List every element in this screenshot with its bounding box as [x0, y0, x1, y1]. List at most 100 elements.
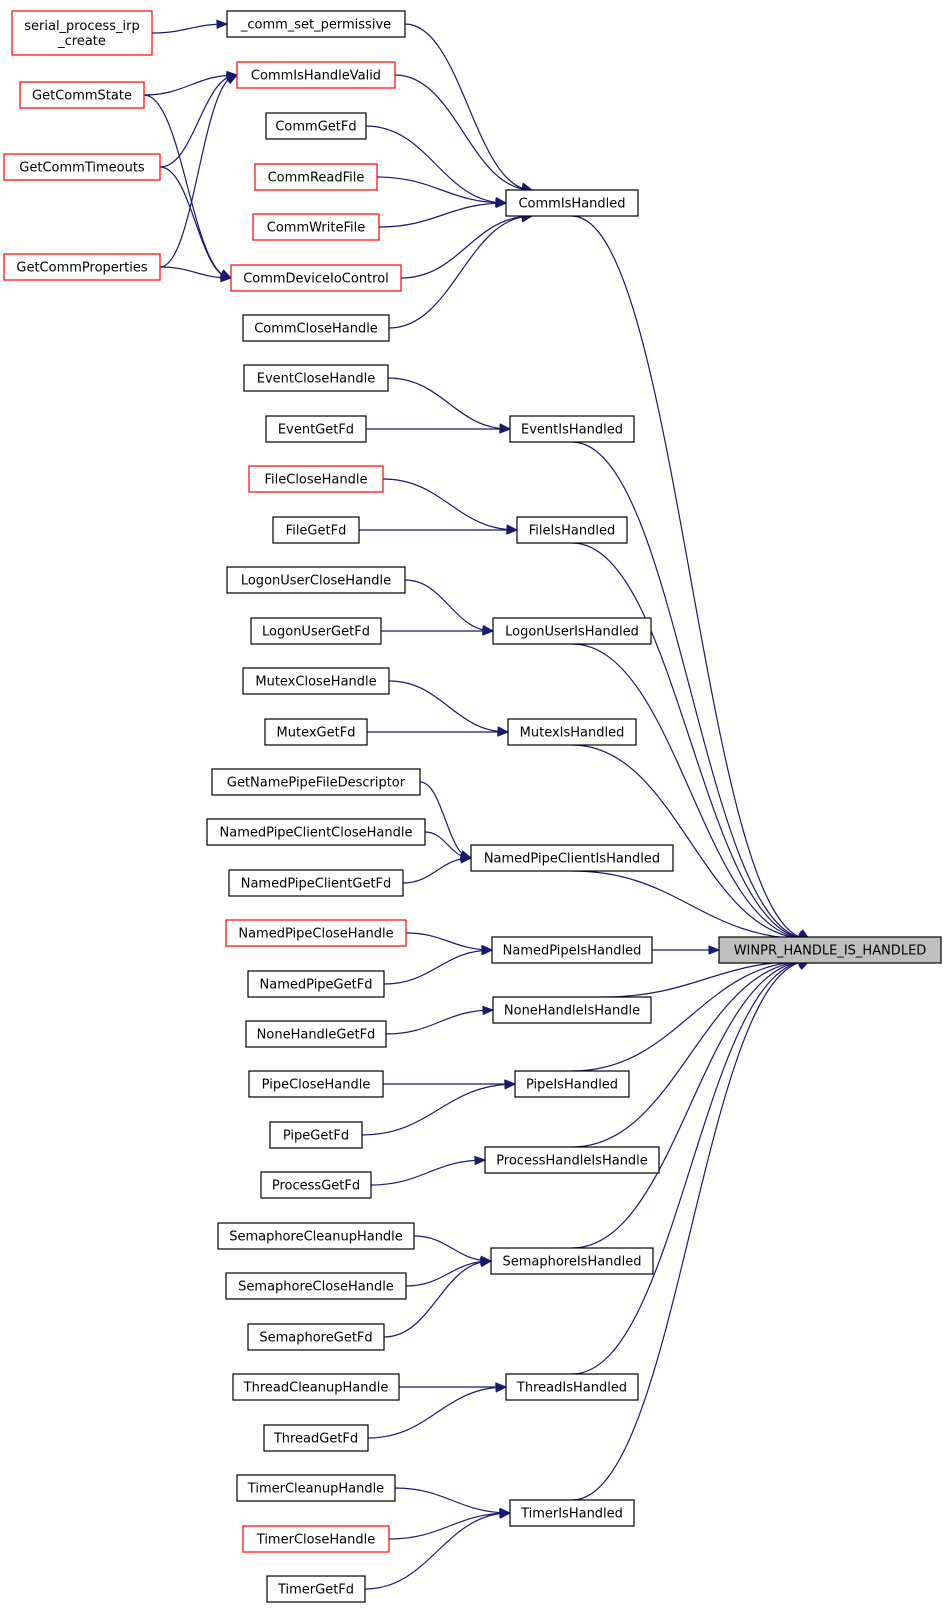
- node-box: [3, 253, 161, 281]
- node-named-pipe-client-is-handled[interactable]: NamedPipeClientIsHandled: [470, 844, 674, 872]
- node-event-close-handle[interactable]: EventCloseHandle: [243, 364, 389, 392]
- node-box: [509, 1499, 635, 1527]
- node-pipe-is-handled[interactable]: PipeIsHandled: [514, 1070, 630, 1098]
- node-label: ThreadGetFd: [273, 1432, 358, 1447]
- node-label: NamedPipeClientGetFd: [241, 877, 392, 892]
- node-comm-is-handled[interactable]: CommIsHandled: [505, 189, 639, 217]
- node-label: EventIsHandled: [521, 423, 623, 438]
- node-thread-cleanup-handle[interactable]: ThreadCleanupHandle: [232, 1373, 400, 1401]
- node-event-is-handled[interactable]: EventIsHandled: [509, 415, 635, 443]
- node-named-pipe-close-handle[interactable]: NamedPipeCloseHandle: [225, 919, 407, 947]
- node-label: CommCloseHandle: [254, 322, 378, 337]
- node-box: [245, 1020, 387, 1048]
- node-comm-write-file[interactable]: CommWriteFile: [252, 213, 380, 241]
- node-file-is-handled[interactable]: FileIsHandled: [516, 516, 628, 544]
- node-pipe-close-handle[interactable]: PipeCloseHandle: [248, 1070, 384, 1098]
- node-box: [217, 1222, 415, 1250]
- node-semaphore-is-handled[interactable]: SemaphoreIsHandled: [490, 1247, 654, 1275]
- node-box: [269, 1121, 363, 1149]
- node-mutex-close-handle[interactable]: MutexCloseHandle: [242, 667, 390, 695]
- node-comm-close-handle[interactable]: CommCloseHandle: [242, 314, 390, 342]
- node-logon-user-is-handled[interactable]: LogonUserIsHandled: [492, 617, 652, 645]
- node-event-get-fd[interactable]: EventGetFd: [265, 415, 367, 443]
- edge-comm-is-handle-valid-to-comm-is-handled: [394, 74, 534, 193]
- node-label: GetCommState: [32, 89, 132, 104]
- node-box: [248, 465, 384, 493]
- node-label: TimerIsHandled: [520, 1507, 623, 1522]
- node-get-comm-timeouts[interactable]: GetCommTimeouts: [3, 153, 161, 181]
- node-comm-set-permissive[interactable]: _comm_set_permissive: [226, 10, 406, 38]
- node-get-comm-state[interactable]: GetCommState: [19, 81, 145, 109]
- edge-file-close-handle-to-file-is-handled: [382, 478, 519, 534]
- node-named-pipe-get-fd[interactable]: NamedPipeGetFd: [247, 970, 385, 998]
- node-comm-read-file[interactable]: CommReadFile: [254, 163, 378, 191]
- node-thread-is-handled[interactable]: ThreadIsHandled: [505, 1373, 639, 1401]
- node-label: NamedPipeIsHandled: [503, 944, 642, 959]
- node-box: [254, 163, 378, 191]
- node-file-get-fd[interactable]: FileGetFd: [272, 516, 360, 544]
- node-comm-device-io-control[interactable]: CommDeviceIoControl: [230, 264, 402, 292]
- node-label: GetNamePipeFileDescriptor: [227, 776, 406, 791]
- node-box: [470, 844, 674, 872]
- node-label: FileIsHandled: [529, 524, 615, 539]
- edge-mutex-close-handle-to-mutex-is-handled: [388, 680, 510, 736]
- node-label: SemaphoreGetFd: [259, 1331, 372, 1346]
- node-label: NamedPipeCloseHandle: [238, 927, 393, 942]
- node-mutex-get-fd[interactable]: MutexGetFd: [264, 718, 368, 746]
- node-label: MutexIsHandled: [520, 726, 625, 741]
- node-timer-get-fd[interactable]: TimerGetFd: [266, 1575, 366, 1603]
- node-box: [225, 1272, 407, 1300]
- node-semaphore-get-fd[interactable]: SemaphoreGetFd: [247, 1323, 385, 1351]
- node-label: TimerGetFd: [277, 1583, 354, 1598]
- node-label: CommGetFd: [275, 120, 356, 135]
- edge-get-name-pipe-file-descriptor-to-named-pipe-client-is-handled: [419, 781, 473, 860]
- edge-file-get-fd-to-file-is-handled: [358, 525, 519, 535]
- node-label: NoneHandleIsHandle: [504, 1004, 640, 1019]
- node-get-comm-properties[interactable]: GetCommProperties: [3, 253, 161, 281]
- node-timer-close-handle[interactable]: TimerCloseHandle: [242, 1525, 390, 1553]
- edge-logon-user-close-handle-to-logon-user-is-handled: [404, 579, 495, 635]
- node-timer-cleanup-handle[interactable]: TimerCleanupHandle: [236, 1474, 396, 1502]
- node-process-get-fd[interactable]: ProcessGetFd: [260, 1171, 372, 1199]
- node-label: FileGetFd: [286, 524, 347, 539]
- node-comm-get-fd[interactable]: CommGetFd: [265, 112, 367, 140]
- node-named-pipe-is-handled[interactable]: NamedPipeIsHandled: [491, 936, 653, 964]
- node-named-pipe-client-get-fd[interactable]: NamedPipeClientGetFd: [228, 869, 404, 897]
- node-pipe-get-fd[interactable]: PipeGetFd: [269, 1121, 363, 1149]
- edges-layer: [143, 19, 811, 1590]
- edge-mutex-get-fd-to-mutex-is-handled: [367, 727, 510, 737]
- node-box: [507, 718, 637, 746]
- node-file-close-handle[interactable]: FileCloseHandle: [248, 465, 384, 493]
- node-label: TimerCleanupHandle: [247, 1482, 384, 1497]
- node-none-handle-is-handle[interactable]: NoneHandleIsHandle: [492, 996, 652, 1024]
- node-serial-process-irp-create[interactable]: serial_process_irp_create: [11, 10, 153, 56]
- edge-comm-get-fd-to-comm-is-handled: [365, 125, 508, 207]
- edge-event-close-handle-to-event-is-handled: [387, 377, 512, 433]
- node-logon-user-get-fd[interactable]: LogonUserGetFd: [250, 617, 382, 645]
- node-label: SemaphoreIsHandled: [502, 1255, 641, 1270]
- edge-comm-device-io-control-to-comm-is-handled: [400, 212, 534, 279]
- node-thread-get-fd[interactable]: ThreadGetFd: [263, 1424, 369, 1452]
- node-process-handle-is-handle[interactable]: ProcessHandleIsHandle: [484, 1146, 660, 1174]
- node-label: PipeCloseHandle: [262, 1078, 371, 1093]
- node-semaphore-cleanup-handle[interactable]: SemaphoreCleanupHandle: [217, 1222, 415, 1250]
- node-named-pipe-client-close-handle[interactable]: NamedPipeClientCloseHandle: [206, 818, 426, 846]
- node-timer-is-handled[interactable]: TimerIsHandled: [509, 1499, 635, 1527]
- node-semaphore-close-handle[interactable]: SemaphoreCloseHandle: [225, 1272, 407, 1300]
- node-label: WINPR_HANDLE_IS_HANDLED: [734, 944, 927, 959]
- node-logon-user-close-handle[interactable]: LogonUserCloseHandle: [226, 566, 406, 594]
- node-label: _comm_set_permissive: [240, 18, 391, 33]
- node-get-name-pipe-file-descriptor[interactable]: GetNamePipeFileDescriptor: [211, 768, 421, 796]
- node-label: ThreadCleanupHandle: [243, 1381, 389, 1396]
- node-mutex-is-handled[interactable]: MutexIsHandled: [507, 718, 637, 746]
- node-comm-is-handle-valid[interactable]: CommIsHandleValid: [236, 61, 396, 89]
- node-none-handle-get-fd[interactable]: NoneHandleGetFd: [245, 1020, 387, 1048]
- node-box: [263, 1424, 369, 1452]
- edge-pipe-close-handle-to-pipe-is-handled: [382, 1079, 517, 1089]
- edge-get-comm-timeouts-to-comm-is-handle-valid: [159, 73, 239, 168]
- edge-comm-is-handled-to-target: [571, 215, 811, 940]
- edge-pipe-get-fd-to-pipe-is-handled: [361, 1080, 517, 1136]
- node-box: [505, 189, 639, 217]
- node-box: [484, 1146, 660, 1174]
